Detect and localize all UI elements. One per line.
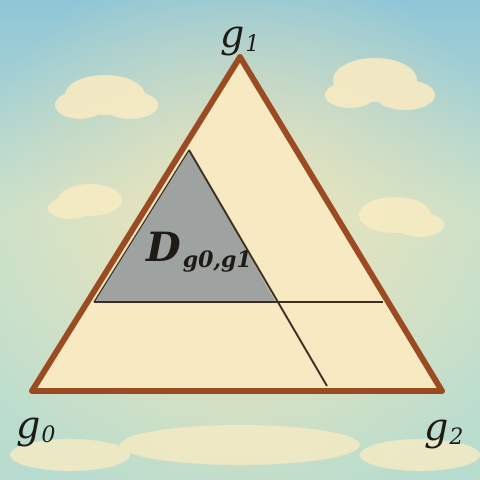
cloud [10, 425, 480, 471]
cloud [48, 184, 122, 219]
outer-triangle [29, 54, 445, 394]
shaded-region [94, 150, 276, 302]
vertex-label-right: g2 [424, 405, 463, 450]
cloud [359, 197, 444, 237]
cloud [325, 58, 435, 110]
cloud [55, 75, 158, 119]
vertex-label-left: g0 [16, 403, 55, 448]
vertex-label-right-base: g [424, 405, 448, 449]
vertex-label-right-subscript: 2 [448, 425, 463, 450]
region-label-base: D [145, 224, 181, 271]
region-left-edge [93, 149, 190, 303]
vertex-label-left-base: g [16, 403, 40, 447]
diagonal-divider-line [188, 149, 328, 387]
vertex-label-top-subscript: 1 [245, 32, 259, 57]
vertex-label-top: g1 [220, 12, 259, 57]
vertex-label-left-subscript: 0 [41, 423, 55, 448]
region-label-subscript: g0,g1 [183, 247, 252, 273]
region-label: Dg0,g1 [145, 224, 252, 273]
vertex-label-top-base: g [220, 12, 244, 56]
